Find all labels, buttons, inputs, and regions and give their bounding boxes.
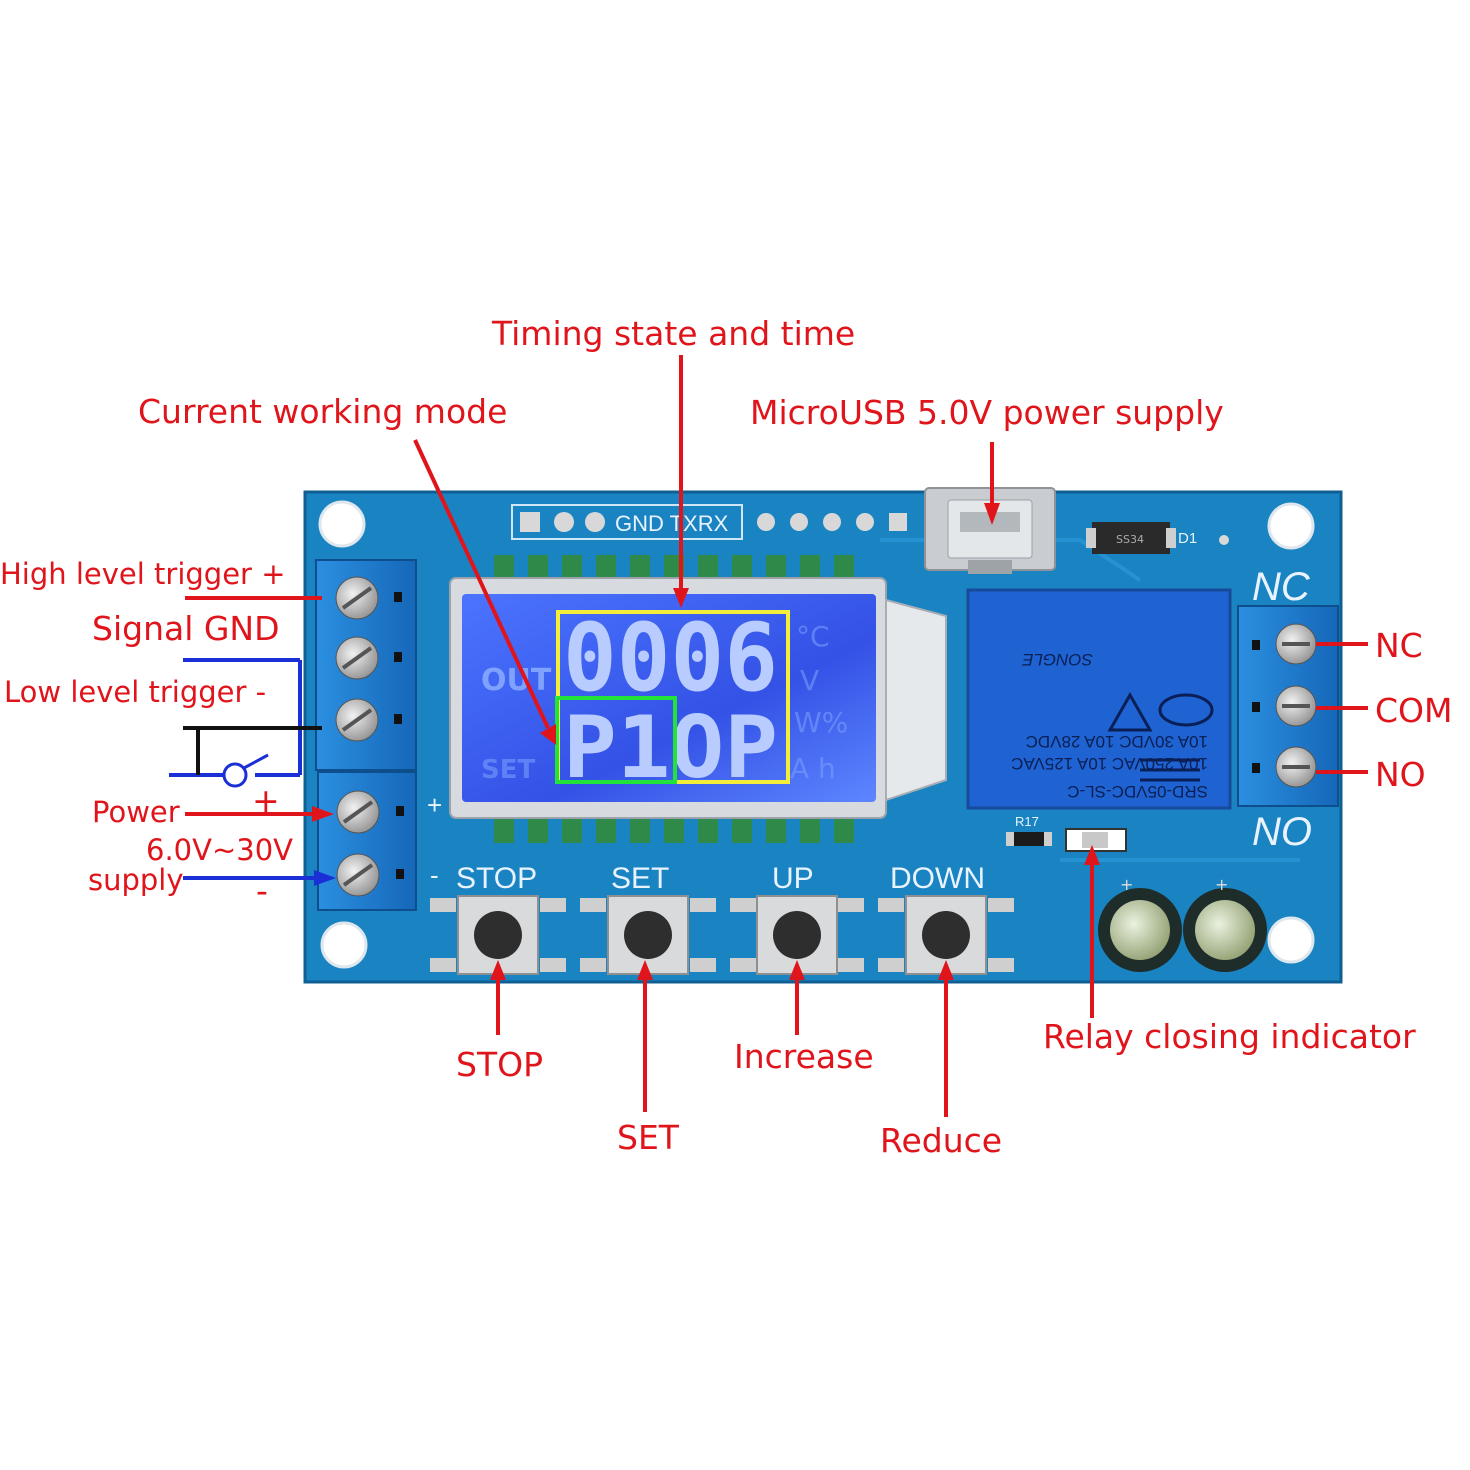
label-high-trigger: High level trigger + xyxy=(0,557,286,591)
mounting-hole xyxy=(320,921,368,969)
label-microusb: MicroUSB 5.0V power supply xyxy=(750,393,1224,432)
programming-pads xyxy=(757,513,907,531)
set-silk: SET xyxy=(611,862,669,895)
relay-spec-2: 10A 30VDC 10A 28VDC xyxy=(1026,732,1208,751)
down-button[interactable]: DOWN xyxy=(878,862,1014,975)
label-working-mode: Current working mode xyxy=(138,392,507,431)
arrow-head-icon xyxy=(789,960,805,980)
arrow-head-icon xyxy=(312,806,334,822)
svg-text:+: + xyxy=(1120,875,1133,894)
relay-led xyxy=(1065,828,1127,852)
label-no: NO xyxy=(1375,755,1426,794)
lcd-pins-top xyxy=(494,555,854,579)
silk-nc: NC xyxy=(1252,565,1311,609)
arrow-heads xyxy=(312,503,1100,980)
silk-minus: - xyxy=(430,860,439,890)
arrow-head-icon xyxy=(984,503,1000,525)
diode-code: SS34 xyxy=(1116,533,1144,546)
mode-highlight-box xyxy=(555,696,677,784)
mounting-hole xyxy=(1267,502,1315,550)
down-silk: DOWN xyxy=(890,862,985,895)
microusb-port[interactable] xyxy=(924,487,1056,574)
blue-wiring xyxy=(169,658,318,880)
lcd-top-digits: 0006 xyxy=(563,604,778,713)
label-com: COM xyxy=(1375,691,1453,730)
lcd-set-label: SET xyxy=(481,755,535,785)
mounting-hole xyxy=(318,500,366,548)
label-timing-state: Timing state and time xyxy=(491,314,855,353)
resistor-label: R17 xyxy=(1015,814,1039,829)
label-low-trigger: Low level trigger - xyxy=(4,675,266,709)
silk-no: NO xyxy=(1252,810,1312,854)
lcd-unit-w: W% xyxy=(794,706,848,739)
arrow-head-icon xyxy=(540,724,556,745)
label-relay-indicator: Relay closing indicator xyxy=(1043,1017,1416,1056)
switch-icon xyxy=(222,753,269,788)
label-nc: NC xyxy=(1375,626,1423,665)
diode-d1: SS34 D1 xyxy=(1086,522,1229,554)
arrow-head-icon xyxy=(1084,845,1100,865)
resistor-r17: R17 xyxy=(1006,814,1052,846)
label-plus: + xyxy=(252,781,280,820)
labels: Timing state and time Current working mo… xyxy=(0,314,1453,1160)
arrow-head-icon xyxy=(314,870,336,886)
label-stop: STOP xyxy=(456,1045,543,1084)
lcd-display: OUT SET °C V W% A h 0006 P1OP xyxy=(449,577,947,819)
label-reduce: Reduce xyxy=(880,1121,1002,1160)
label-set: SET xyxy=(617,1118,680,1157)
stop-button[interactable]: STOP xyxy=(430,862,566,975)
set-button[interactable]: SET xyxy=(580,862,716,975)
lcd-unit-c: °C xyxy=(796,620,830,653)
label-voltage: 6.0V~30V xyxy=(146,833,293,867)
label-power: Power xyxy=(92,795,180,829)
capacitor: + xyxy=(1098,875,1182,972)
label-signal-gnd: Signal GND xyxy=(92,609,280,648)
lcd-pins-bottom xyxy=(494,815,854,843)
label-increase: Increase xyxy=(734,1037,874,1076)
header-label: GND TXRX xyxy=(615,511,729,536)
arrow-head-icon xyxy=(490,960,506,980)
stop-silk: STOP xyxy=(456,862,537,895)
arrow-head-icon xyxy=(637,960,653,980)
label-minus: - xyxy=(256,871,268,910)
lcd-unit-v: V xyxy=(800,664,819,697)
mounting-hole xyxy=(1267,916,1315,964)
arrow-head-icon xyxy=(938,960,954,980)
silk-plus: + xyxy=(427,790,442,820)
black-wiring xyxy=(183,726,322,775)
up-silk: UP xyxy=(772,862,814,895)
capacitor: + xyxy=(1183,875,1267,972)
label-supply: supply xyxy=(88,863,184,897)
arrow-head-icon xyxy=(673,588,689,608)
svg-text:+: + xyxy=(1215,875,1228,894)
serial-header: GND TXRX xyxy=(511,504,743,540)
cqc-mark xyxy=(1158,693,1214,727)
relay-brand: SONGLE xyxy=(1021,650,1093,669)
power-terminal-block: + - xyxy=(317,771,442,911)
relay-module: SRD-05VDC-SL-C 10A 250VAC 10A 125VAC 10A… xyxy=(966,588,1232,810)
lcd-unit-ah: A h xyxy=(790,752,836,785)
trigger-terminal-block xyxy=(315,559,417,771)
diode-label: D1 xyxy=(1178,530,1197,547)
relay-model: SRD-05VDC-SL-C xyxy=(1067,782,1208,801)
lcd-out-label: OUT xyxy=(481,663,552,698)
